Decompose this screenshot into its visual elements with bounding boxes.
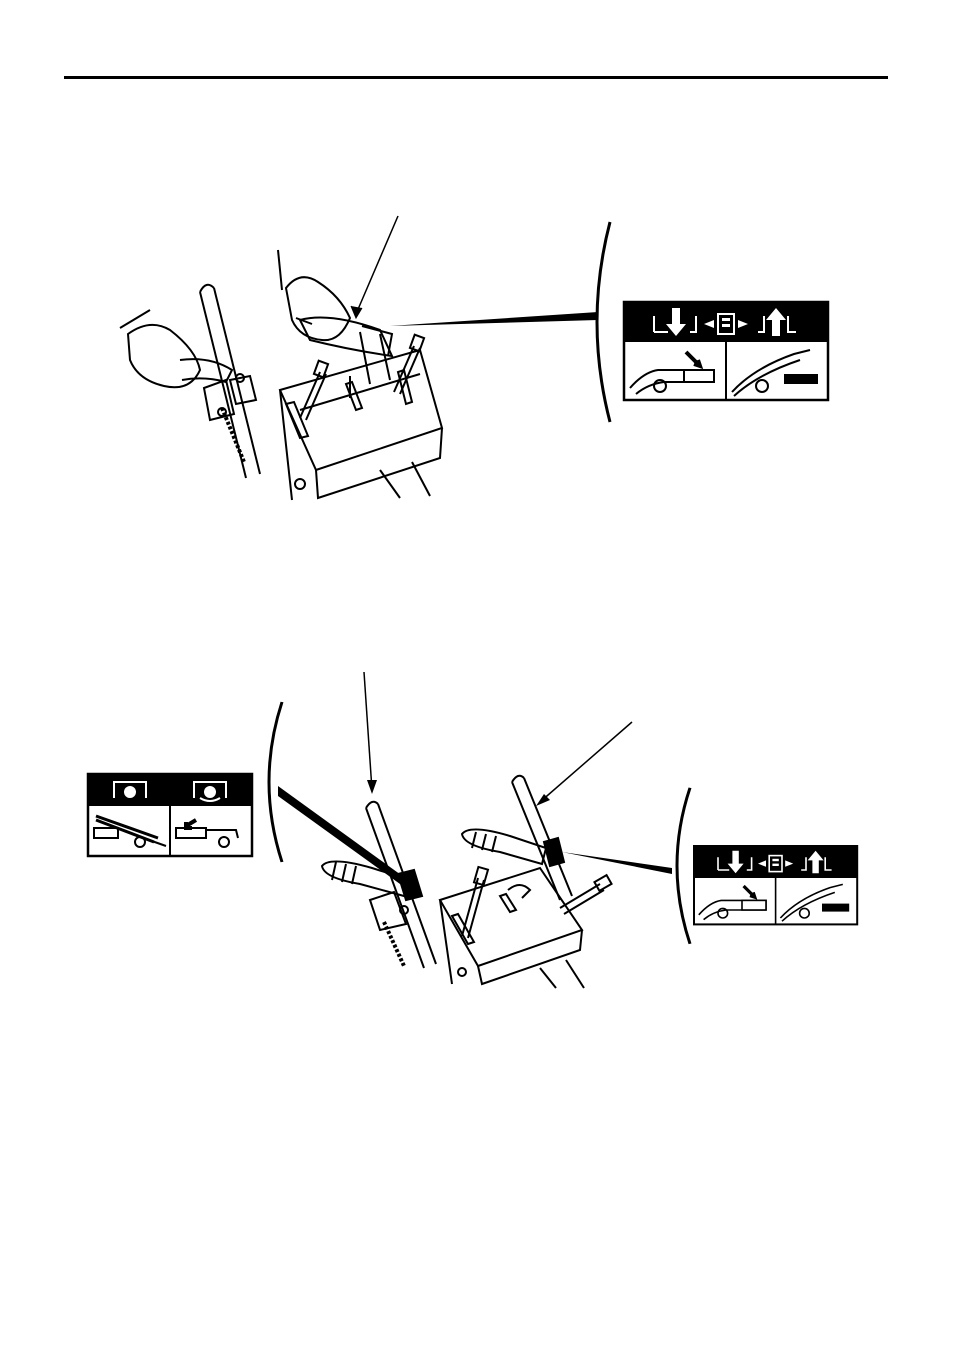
snow-thrower-body-2 bbox=[322, 776, 612, 988]
drive-lever-decal-2 bbox=[694, 846, 857, 924]
leader-line-left bbox=[364, 672, 372, 790]
leader-line bbox=[356, 216, 398, 314]
drive-lever-decal bbox=[624, 302, 828, 400]
snow-thrower-body bbox=[120, 250, 442, 500]
callout-wedge bbox=[390, 312, 598, 326]
figure-1 bbox=[120, 216, 828, 500]
leader-line-right bbox=[540, 722, 632, 802]
figure-2 bbox=[88, 672, 857, 988]
callout-wedge-right bbox=[562, 852, 672, 874]
auger-lever-decal bbox=[88, 774, 252, 856]
